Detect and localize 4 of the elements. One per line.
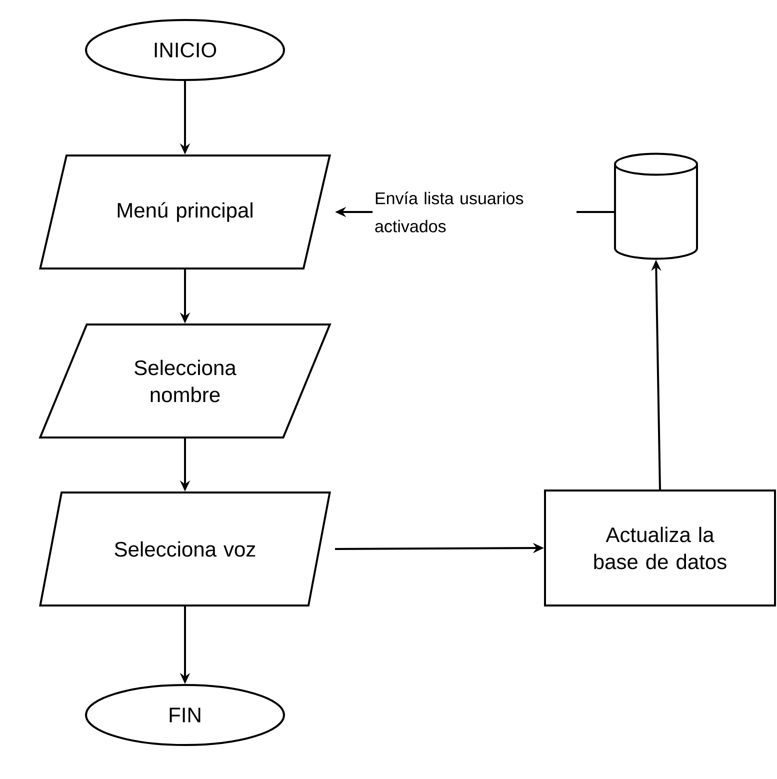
database-cylinder [614, 152, 698, 260]
process-box: Actualiza la base de datos [544, 490, 776, 606]
edge-label: Envía lista usuarios activados [372, 190, 576, 234]
input-parallelogram: Selecciona voz [39, 492, 331, 606]
